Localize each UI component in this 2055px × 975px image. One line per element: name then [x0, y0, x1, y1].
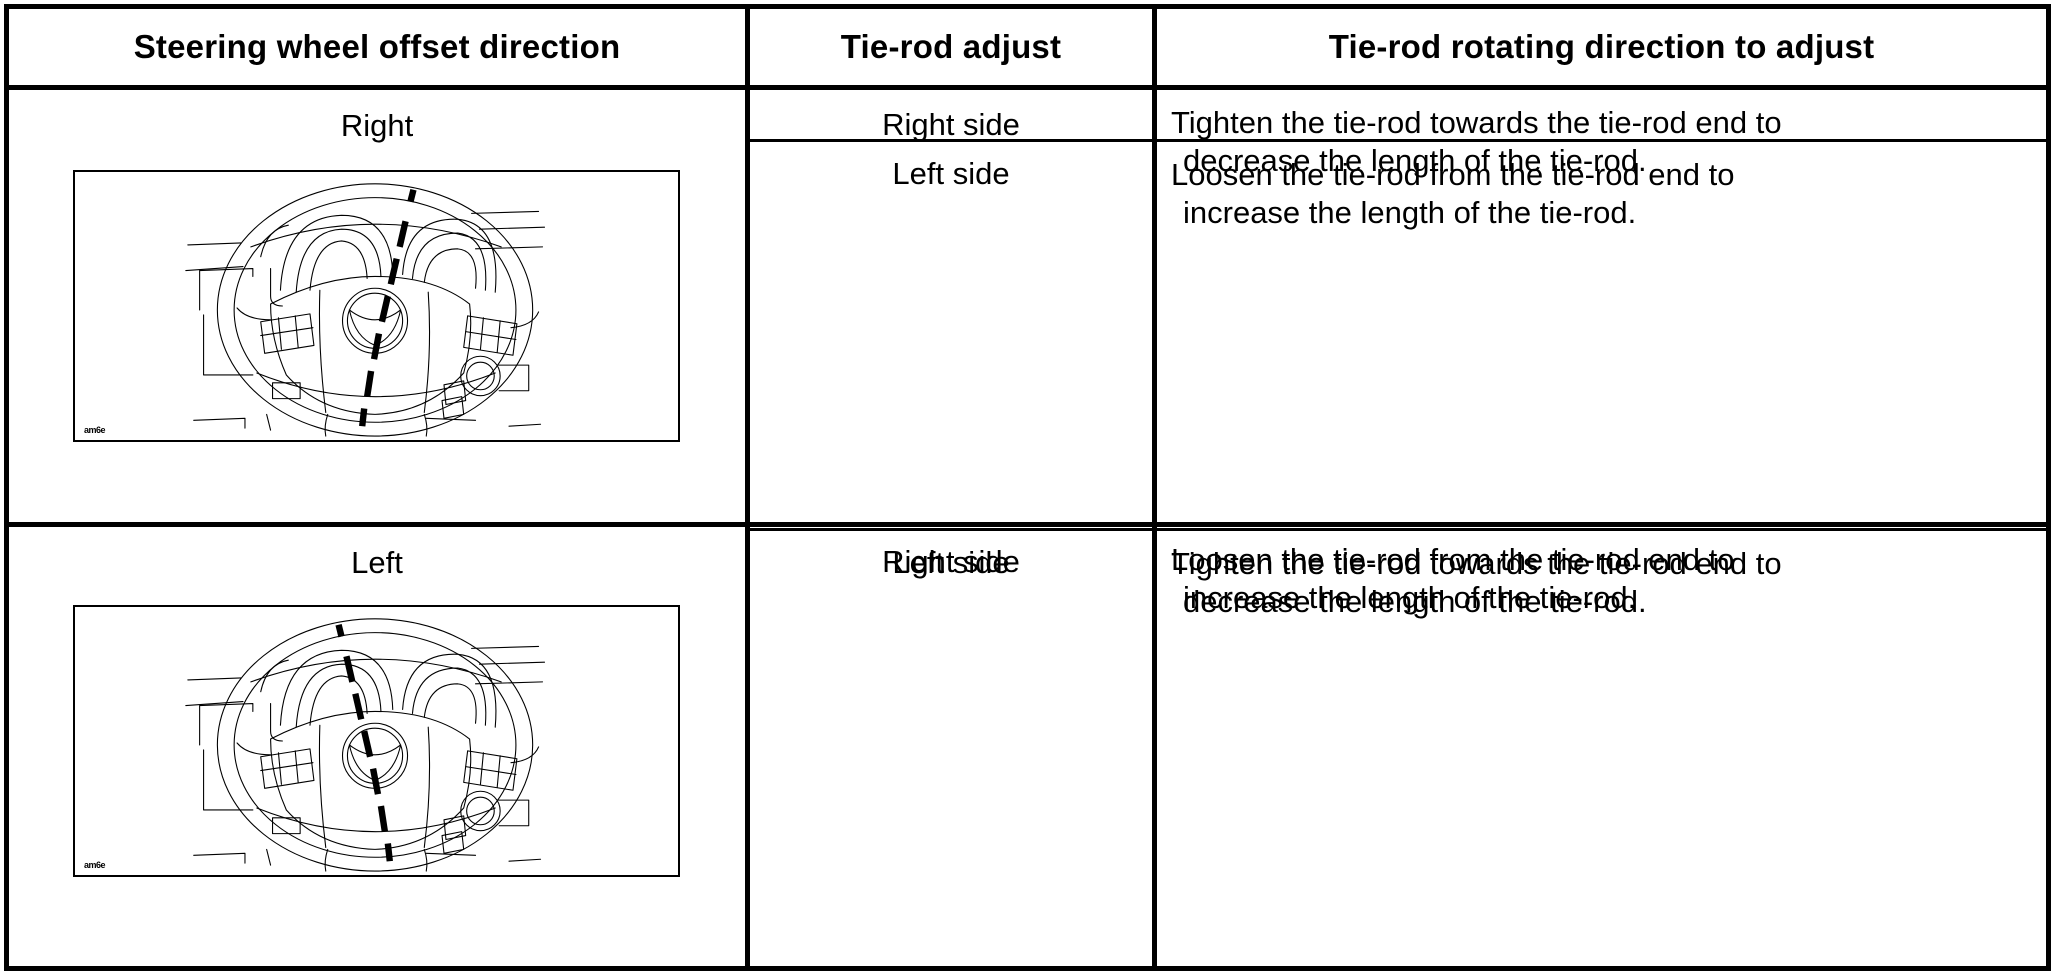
instruction-row1-right-side: Tighten the tie-rod towards the tie-rod …: [1171, 105, 1782, 178]
steering-wheel-offset-left-illustration: am6e: [73, 605, 680, 877]
direction-label-left: Left: [351, 545, 403, 580]
header-bottom-rule: [9, 85, 2046, 90]
column-divider-2: [1152, 9, 1157, 966]
row1-subrow-divider: [745, 139, 2046, 142]
table-row-right-direction-cell: Right: [9, 90, 745, 522]
tie-rod-side-left-row1: Left side: [892, 156, 1010, 191]
tie-rod-side-right-row1: Right side: [882, 107, 1020, 142]
centerline-dashed-right: [359, 188, 417, 427]
tie-rod-side-right-row2: Right side: [882, 544, 1020, 579]
header-steering-wheel-offset-direction: Steering wheel offset direction: [133, 28, 621, 65]
column-divider-1: [745, 9, 750, 966]
instruction-row2-left-side: Tighten the tie-rod towards the tie-rod …: [1171, 546, 1782, 619]
steering-wheel-offset-right-illustration: am6e: [73, 170, 680, 442]
instruction-row1-left-side: Loosen the tie-rod from the tie-rod end …: [1171, 157, 1735, 230]
figure-id-label: am6e: [84, 425, 106, 435]
table-row-left-direction-cell: Left: [9, 527, 745, 971]
instruction-row2-right-side: Loosen the tie-rod from the tie-rod end …: [1171, 542, 1735, 615]
header-tie-rod-adjust: Tie-rod adjust: [840, 28, 1062, 65]
row2-subrow-divider: [745, 528, 2046, 531]
tie-rod-adjustment-table: Steering wheel offset direction Tie-rod …: [4, 4, 2051, 971]
row-divider: [9, 522, 2046, 527]
tie-rod-side-left-row2: Left side: [892, 545, 1010, 580]
direction-label-right: Right: [340, 108, 414, 143]
header-tie-rod-rotating-direction: Tie-rod rotating direction to adjust: [1328, 28, 1875, 65]
centerline-dashed-left: [335, 623, 393, 862]
figure-id-label: am6e: [84, 860, 106, 870]
